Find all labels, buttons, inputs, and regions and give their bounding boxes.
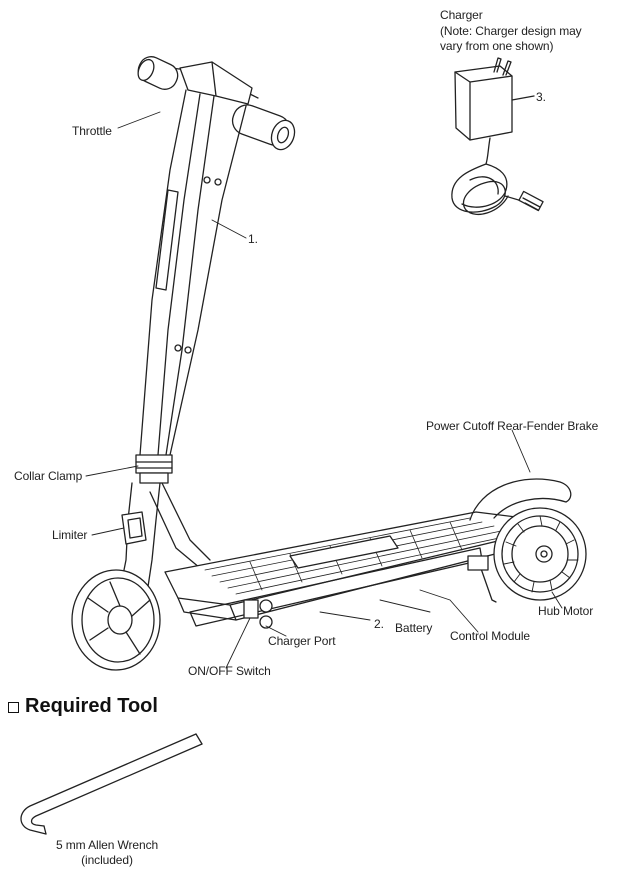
- charger-title: Charger: [440, 8, 483, 22]
- required-tool-heading: Required Tool: [8, 695, 158, 718]
- battery-label: Battery: [395, 621, 433, 635]
- allen-wrench-label: 5 mm Allen Wrench (included): [55, 838, 159, 867]
- hub-motor-label: Hub Motor: [538, 604, 594, 618]
- charger-illustration: [451, 57, 544, 215]
- throttle-label: Throttle: [72, 124, 112, 138]
- charger-number: 3.: [536, 90, 546, 104]
- limiter-label: Limiter: [52, 528, 88, 542]
- charger-note: (Note: Charger design may vary from one …: [440, 24, 582, 53]
- leader-lines: [85, 111, 563, 669]
- required-tool-title: Required Tool: [25, 695, 158, 717]
- stem-number-label: 1.: [248, 232, 258, 246]
- control-module-label: Control Module: [450, 629, 530, 643]
- deck-number-label: 2.: [374, 617, 384, 631]
- scooter-illustration: [71, 56, 587, 671]
- on-off-switch-label: ON/OFF Switch: [188, 664, 271, 678]
- collar-clamp-label: Collar Clamp: [14, 469, 83, 483]
- empty-checkbox-icon: [8, 702, 19, 713]
- allen-wrench-icon: [20, 733, 203, 835]
- power-cutoff-brake-label: Power Cutoff Rear-Fender Brake: [426, 419, 599, 433]
- charger-port-label: Charger Port: [268, 634, 336, 648]
